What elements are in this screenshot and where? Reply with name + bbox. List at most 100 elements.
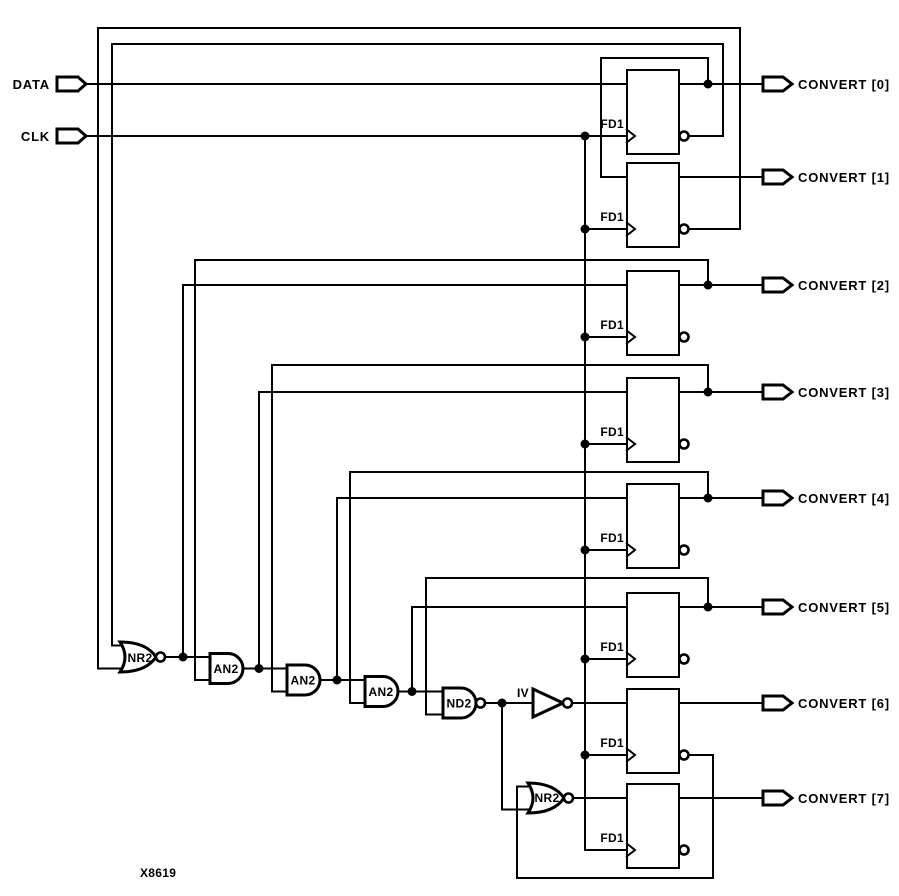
junction-dot (407, 687, 417, 696)
flipflop-label: FD1 (600, 736, 624, 750)
flipflop-body (626, 377, 680, 463)
input-port-clk: CLK (21, 127, 89, 145)
output-port-1: CONVERT [1] (761, 168, 889, 186)
and-gate-body (208, 652, 245, 685)
flipflop-3: FD1 (600, 377, 690, 463)
output-port-label: CONVERT [0] (798, 77, 890, 92)
output-port-label: CONVERT [2] (798, 278, 890, 293)
qn-bubble-icon (678, 653, 690, 665)
output-port-label: CONVERT [7] (798, 791, 890, 806)
junction-dot (580, 545, 590, 555)
qn0-feedback-wire (111, 43, 724, 647)
junction-dot (703, 493, 713, 503)
qn-bubble-icon (678, 544, 690, 556)
flipflop-0: FD1 (600, 69, 690, 155)
gate-nor2-b: NR2 (525, 781, 575, 815)
output-port-5: CONVERT [5] (761, 598, 890, 616)
qn-bubble-icon (678, 331, 690, 343)
gate-label: ND2 (447, 697, 472, 711)
flipflop-4: FD1 (600, 483, 690, 569)
flipflop-body (626, 688, 680, 774)
input-port-data: DATA (13, 75, 89, 93)
output-port-2: CONVERT [2] (761, 276, 890, 294)
gate-and2-b: AN2 (285, 663, 322, 697)
output-port-4: CONVERT [4] (761, 489, 890, 507)
inverter-gate-body (531, 686, 567, 720)
flipflop-label: FD1 (600, 425, 624, 439)
clock-pin-icon (625, 128, 637, 144)
output-port-symbol (761, 75, 795, 93)
qn-bubble-icon (678, 223, 690, 235)
flipflop-label: FD1 (600, 117, 624, 131)
q2-feedback-wire (194, 259, 709, 681)
nor-gate-body (117, 640, 158, 674)
q4-feedback-wire (349, 471, 709, 704)
junction-dot (703, 280, 713, 290)
qn6-feedback-wire (516, 754, 714, 879)
junction-dot (580, 654, 590, 664)
gate-nand2: ND2 (441, 686, 487, 720)
flipflop-label: FD1 (600, 640, 624, 654)
flipflop-label: FD1 (600, 531, 624, 545)
gate-label: NR2 (128, 651, 153, 665)
clk-trunk-wire (584, 136, 627, 851)
output-port-label: CONVERT [5] (798, 600, 890, 615)
clock-pin-icon (625, 329, 637, 345)
output-port-label: CONVERT [3] (798, 385, 890, 400)
junction-dots (178, 79, 713, 760)
junction-dot (580, 439, 590, 449)
figure-caption: X8619 (140, 866, 176, 880)
gate-and2-a: AN2 (208, 652, 245, 685)
junction-dot (580, 131, 590, 141)
qn-bubble-icon (678, 438, 690, 450)
input-port-symbol (55, 127, 89, 145)
output-port-symbol (761, 789, 795, 807)
gate-label: AN2 (369, 685, 394, 699)
output-port-0: CONVERT [0] (761, 75, 890, 93)
flipflop-body (626, 270, 680, 356)
input-port-symbol (55, 75, 89, 93)
nor-gate-body (525, 781, 566, 815)
gate-nor2-a: NR2 (117, 640, 167, 674)
junction-dot (580, 750, 590, 760)
d3-wire (258, 391, 627, 669)
flipflop-label: FD1 (600, 210, 624, 224)
gate-inverter: IV (517, 686, 574, 720)
qn-bubble-icon (678, 130, 690, 142)
q0-to-d1-wire (600, 57, 709, 178)
gate-and2-c: AN2 (363, 675, 400, 708)
and-gate-body (363, 675, 400, 708)
flipflop-body (626, 592, 680, 678)
output-port-symbol (761, 276, 795, 294)
clock-pin-icon (625, 221, 637, 237)
q3-feedback-wire (271, 364, 709, 693)
d5-wire (411, 606, 627, 692)
junction-dot (254, 664, 264, 673)
gate-label: NR2 (535, 791, 560, 805)
inverter-bubble-icon (562, 792, 575, 804)
gate-label: AN2 (291, 674, 316, 688)
flipflop-1: FD1 (600, 162, 690, 248)
junction-dot (332, 675, 342, 685)
input-port-label: CLK (21, 129, 50, 144)
flipflop-body (626, 483, 680, 569)
flipflop-label: FD1 (600, 318, 624, 332)
flipflop-7: FD1 (600, 783, 690, 869)
flipflop-body (626, 69, 680, 155)
flipflop-body (626, 162, 680, 248)
output-port-symbol (761, 168, 795, 186)
qn-bubble-icon (678, 844, 690, 856)
output-port-label: CONVERT [6] (798, 696, 890, 711)
output-port-label: CONVERT [4] (798, 491, 890, 506)
d4-wire (336, 497, 627, 680)
output-port-symbol (761, 383, 795, 401)
output-port-6: CONVERT [6] (761, 694, 890, 712)
junction-dot (580, 224, 590, 234)
output-port-7: CONVERT [7] (761, 789, 890, 807)
flipflop-body (626, 783, 680, 869)
junction-dot (497, 698, 507, 708)
junction-dot (703, 602, 713, 612)
clock-pin-icon (625, 747, 637, 763)
